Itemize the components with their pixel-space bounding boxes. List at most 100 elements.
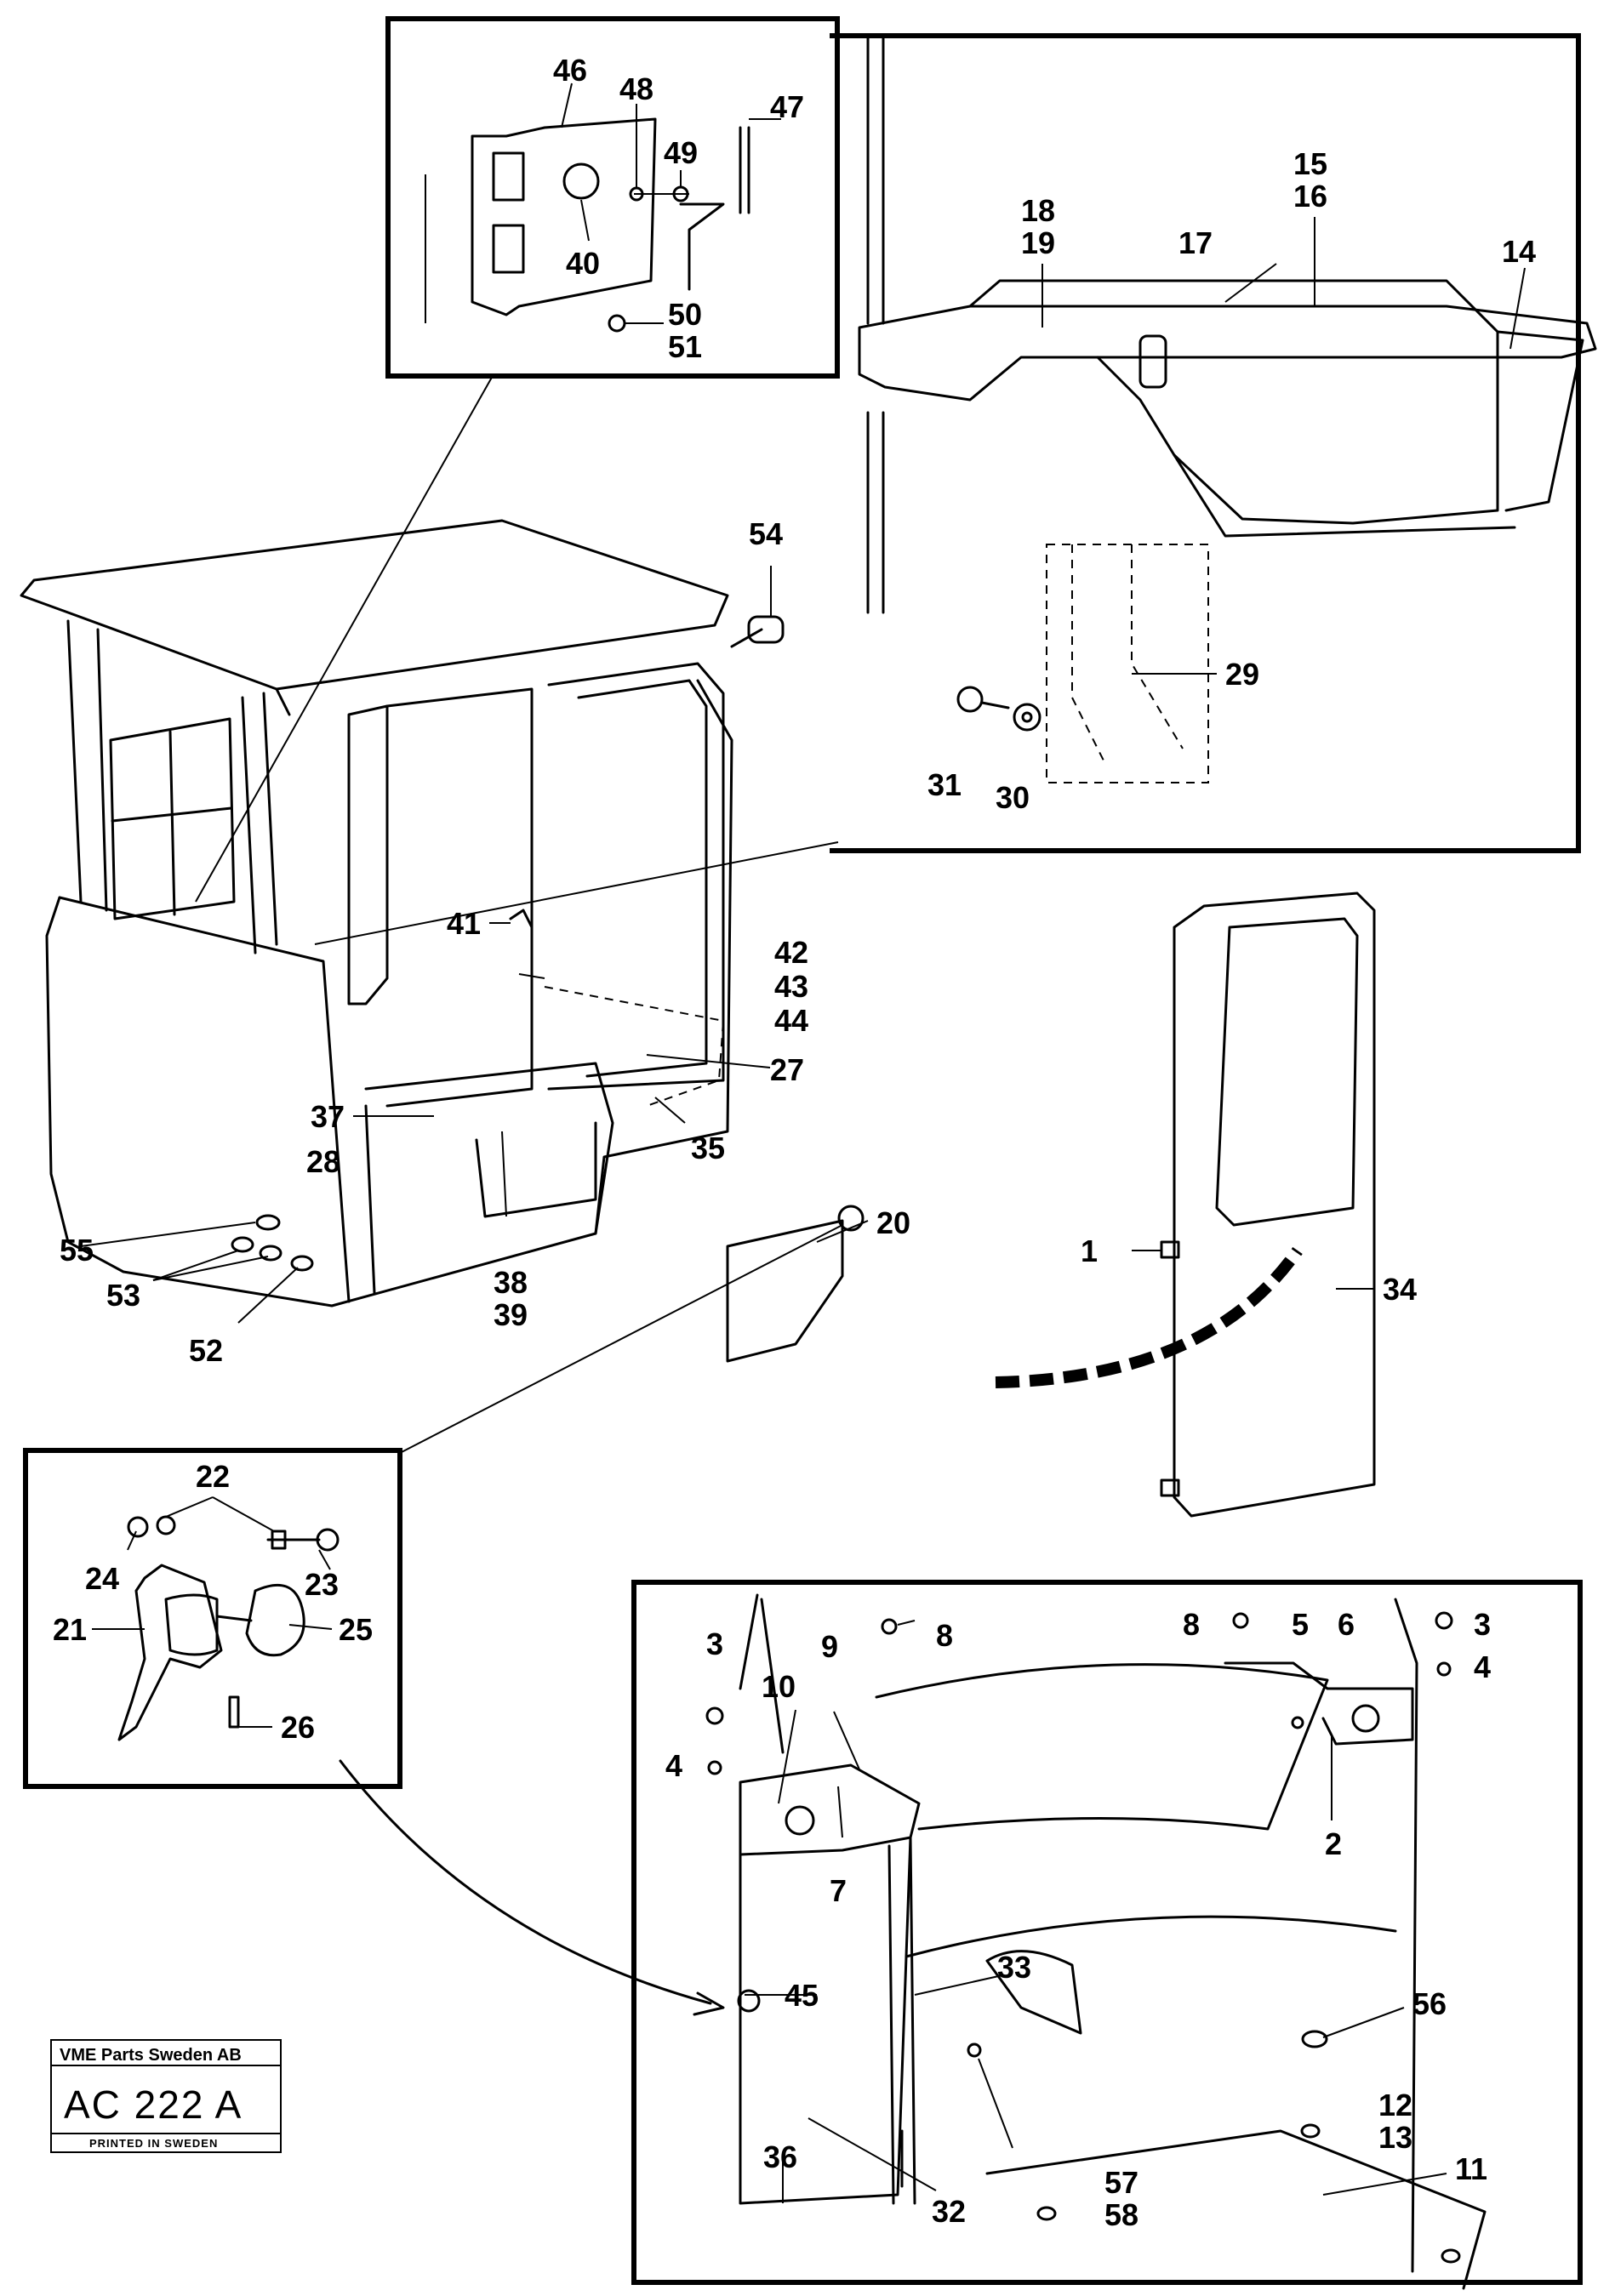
label-12: 12 <box>1378 2088 1412 2122</box>
label-30: 30 <box>996 780 1030 815</box>
label-6: 6 <box>1338 1607 1355 1642</box>
bolt-31 <box>956 686 984 713</box>
stamp-code: AC 222 A <box>64 2082 243 2127</box>
inset-tank-detail <box>830 33 1597 853</box>
label-4b: 4 <box>1474 1649 1491 1684</box>
label-43: 43 <box>774 969 808 1004</box>
label-53: 53 <box>106 1278 140 1313</box>
label-46: 46 <box>553 53 587 88</box>
panel-45 <box>739 1836 912 2205</box>
bracket-arm-47 <box>679 202 725 291</box>
inset-frame-c <box>23 1448 402 1789</box>
label-13: 13 <box>1378 2120 1412 2155</box>
label-3a: 3 <box>706 1627 723 1661</box>
duct-29 <box>1046 544 1209 783</box>
label-58: 58 <box>1104 2197 1138 2232</box>
label-50: 50 <box>668 297 702 332</box>
label-38: 38 <box>494 1265 528 1300</box>
label-26: 26 <box>281 1710 315 1745</box>
pin-26 <box>228 1695 240 1729</box>
label-52: 52 <box>189 1333 223 1368</box>
label-27: 27 <box>770 1052 804 1087</box>
label-33: 33 <box>997 1950 1031 1985</box>
label-4a: 4 <box>665 1748 682 1783</box>
inset-interior-detail <box>631 1580 1583 2290</box>
parts-stamp: VME Parts Sweden AB AC 222 A PRINTED IN … <box>50 2039 282 2153</box>
hinge-1 <box>1160 1240 1180 1259</box>
label-3b: 3 <box>1474 1607 1491 1642</box>
label-25: 25 <box>339 1612 373 1647</box>
hole-40 <box>562 162 600 200</box>
latch-21 <box>117 1564 223 1741</box>
inset-frame <box>385 16 840 379</box>
stamp-company: VME Parts Sweden AB <box>60 2046 242 2065</box>
knob-20 <box>837 1205 865 1232</box>
label-17: 17 <box>1178 225 1213 260</box>
label-51: 51 <box>668 329 702 364</box>
screw-8a <box>881 1618 898 1635</box>
label-18: 18 <box>1021 193 1055 228</box>
panel-7-10 <box>739 1763 921 1856</box>
plug-12-13 <box>1300 2123 1321 2139</box>
screw-4b <box>1436 1661 1452 1677</box>
plug-55 <box>255 1214 281 1231</box>
swing-arc <box>995 1246 1303 1388</box>
label-19: 19 <box>1021 225 1055 260</box>
bracket-plate <box>471 117 657 316</box>
panel-9 <box>875 1663 1329 1831</box>
nut-50-51 <box>608 314 626 333</box>
tank-17 <box>968 279 1499 525</box>
label-56: 56 <box>1412 1986 1447 2021</box>
label-37: 37 <box>311 1099 345 1134</box>
label-2: 2 <box>1325 1826 1342 1861</box>
label-45: 45 <box>785 1978 819 2013</box>
label-42: 42 <box>774 935 808 970</box>
door-window <box>1215 917 1359 1227</box>
label-10: 10 <box>762 1669 796 1704</box>
label-28: 28 <box>306 1144 340 1179</box>
washer-24 <box>127 1516 149 1538</box>
label-41: 41 <box>447 906 481 941</box>
plug-56 <box>1301 2030 1328 2048</box>
handle-41 <box>509 909 534 988</box>
cab-body <box>45 679 733 1308</box>
label-8a: 8 <box>936 1618 953 1653</box>
label-35: 35 <box>691 1131 725 1165</box>
cab-roof <box>20 519 729 691</box>
leader-curve <box>339 1759 712 2005</box>
label-48: 48 <box>619 71 653 106</box>
frame-33 <box>887 1836 916 2205</box>
label-15: 15 <box>1293 146 1327 181</box>
platform <box>858 305 1597 402</box>
label-40: 40 <box>566 246 600 281</box>
label-24: 24 <box>85 1561 119 1596</box>
inset-bracket-detail <box>385 16 840 379</box>
plug-53a <box>231 1236 254 1253</box>
label-21: 21 <box>53 1612 87 1647</box>
cab-window <box>109 717 236 920</box>
inset-latch-detail <box>23 1448 725 2016</box>
screw-3b <box>1435 1611 1453 1630</box>
cab-assembly <box>20 373 869 1454</box>
floor-panel-11 <box>985 2129 1487 2290</box>
knob-45 <box>737 1989 761 2013</box>
label-16: 16 <box>1293 179 1327 214</box>
side-panel-20 <box>726 1219 844 1363</box>
label-34: 34 <box>1383 1272 1417 1307</box>
bolt-23 <box>266 1530 321 1550</box>
label-55: 55 <box>60 1233 94 1268</box>
label-47: 47 <box>770 89 804 124</box>
screw-3a <box>705 1706 724 1725</box>
label-7: 7 <box>830 1873 847 1908</box>
plug-53b <box>259 1245 282 1262</box>
label-36: 36 <box>763 2139 797 2174</box>
label-14: 14 <box>1502 234 1536 269</box>
label-31: 31 <box>927 767 962 802</box>
inset-frame-b <box>830 33 1581 853</box>
knob-25 <box>245 1583 305 1657</box>
bracket-2-5-6 <box>1224 1661 1414 1746</box>
label-9: 9 <box>821 1629 838 1664</box>
label-11: 11 <box>1455 2151 1487 2186</box>
screw-57-58 <box>967 2042 982 2058</box>
